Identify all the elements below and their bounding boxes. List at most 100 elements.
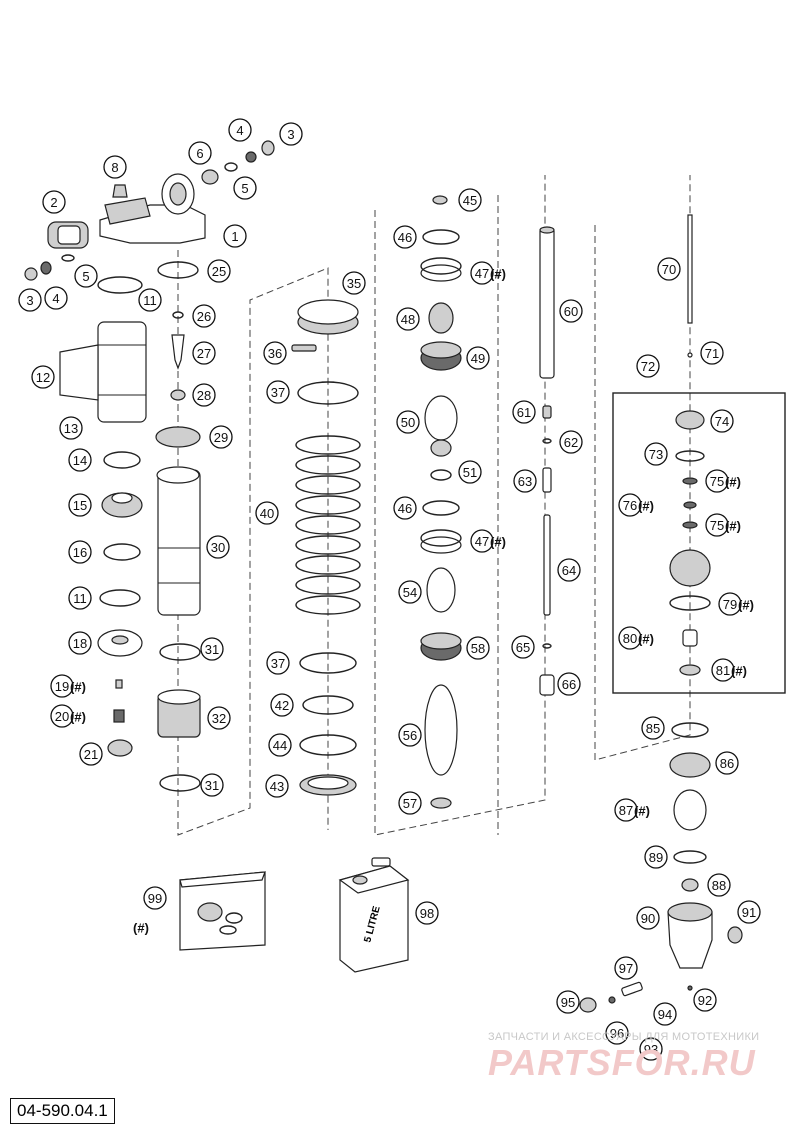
callout-circle: [653, 1002, 677, 1026]
callout-16: 16: [68, 540, 92, 564]
callout-circle: [636, 354, 660, 378]
callout-86: 86: [715, 751, 739, 775]
hash-marker: (#): [738, 598, 754, 613]
hash-marker: (#): [638, 632, 654, 647]
callout-circle: [138, 288, 162, 312]
callout-56: 56: [398, 723, 422, 747]
valve-column-parts: [420, 195, 462, 809]
callout-number: 5: [241, 181, 248, 196]
hash-marker: (#): [731, 664, 747, 679]
callout-number: 51: [463, 465, 477, 480]
second-column-parts: [155, 261, 201, 792]
callout-circle: [711, 658, 735, 682]
callout-circle: [74, 264, 98, 288]
callout-circle: [559, 299, 583, 323]
callout-circle: [512, 400, 536, 424]
callout-number: 75: [710, 518, 724, 533]
callout-number: 71: [705, 346, 719, 361]
callout-3: 3: [18, 288, 42, 312]
callout-29: 29: [209, 425, 233, 449]
callout-number: 63: [518, 474, 532, 489]
callout-circle: [644, 442, 668, 466]
callout-circle: [466, 636, 490, 660]
callout-circle: [59, 416, 83, 440]
callout-number: 21: [84, 747, 98, 762]
callout-94: 94: [653, 1002, 677, 1026]
callout-number: 20: [55, 709, 69, 724]
callout-circle: [557, 558, 581, 582]
callout-circle: [209, 425, 233, 449]
callout-number: 4: [236, 123, 243, 138]
callout-number: 47: [475, 534, 489, 549]
callout-number: 46: [398, 230, 412, 245]
callout-number: 35: [347, 276, 361, 291]
callout-number: 81: [716, 663, 730, 678]
callout-number: 4: [52, 291, 59, 306]
callout-circle: [206, 535, 230, 559]
callout-number: 5: [82, 269, 89, 284]
callout-92: 92: [693, 988, 717, 1012]
callout-number: 37: [271, 656, 285, 671]
callout-circle: [466, 346, 490, 370]
callout-circle: [458, 460, 482, 484]
upper-mount-group: [24, 140, 275, 281]
callout-circle: [268, 733, 292, 757]
callout-circle: [705, 469, 729, 493]
callout-circle: [396, 307, 420, 331]
callout-number: 72: [641, 359, 655, 374]
callout-91: 91: [737, 900, 761, 924]
callout-number: 64: [562, 563, 576, 578]
callout-4: 4: [44, 286, 68, 310]
callout-99: 99(#): [133, 886, 167, 936]
callout-number: 54: [403, 585, 417, 600]
callout-circle: [255, 501, 279, 525]
callout-88: 88: [707, 873, 731, 897]
callout-circle: [79, 742, 103, 766]
callout-21: 21: [79, 742, 103, 766]
callout-61: 61: [512, 400, 536, 424]
callout-number: 28: [197, 388, 211, 403]
callout-25: 25: [207, 259, 231, 283]
callout-number: 45: [463, 193, 477, 208]
callout-48: 48: [396, 307, 420, 331]
callout-circle: [223, 224, 247, 248]
callout-circle: [556, 990, 580, 1014]
callout-circle: [50, 674, 74, 698]
callout-90: 90: [636, 906, 660, 930]
callout-circle: [279, 122, 303, 146]
callout-93: 93: [639, 1037, 663, 1061]
callout-circle: [618, 493, 642, 517]
callout-number: 30: [211, 540, 225, 555]
callout-36: 36: [263, 341, 287, 365]
spring: [295, 435, 361, 615]
callout-47: 47(#): [470, 529, 506, 553]
callout-circle: [458, 188, 482, 212]
callout-circle: [192, 304, 216, 328]
callout-circle: [31, 365, 55, 389]
callout-number: 43: [270, 779, 284, 794]
callout-number: 98: [420, 906, 434, 921]
callout-number: 2: [50, 195, 57, 210]
callout-layer: 1233445568111112131415161819(#)20(#)2125…: [18, 118, 761, 1061]
callout-circle: [718, 592, 742, 616]
hash-marker: (#): [490, 267, 506, 282]
callout-circle: [263, 341, 287, 365]
callout-circle: [605, 1021, 629, 1045]
callout-number: 86: [720, 756, 734, 771]
callout-6: 6: [188, 141, 212, 165]
callout-circle: [192, 341, 216, 365]
callout-47: 47(#): [470, 261, 506, 285]
callout-number: 31: [205, 778, 219, 793]
callout-circle: [396, 410, 420, 434]
callout-number: 31: [205, 642, 219, 657]
callout-circle: [693, 988, 717, 1012]
callout-number: 66: [562, 677, 576, 692]
callout-circle: [266, 380, 290, 404]
callout-circle: [639, 1037, 663, 1061]
callout-number: 92: [698, 993, 712, 1008]
callout-number: 97: [619, 961, 633, 976]
callout-circle: [266, 651, 290, 675]
callout-26: 26: [192, 304, 216, 328]
callout-circle: [737, 900, 761, 924]
callout-number: 25: [212, 264, 226, 279]
